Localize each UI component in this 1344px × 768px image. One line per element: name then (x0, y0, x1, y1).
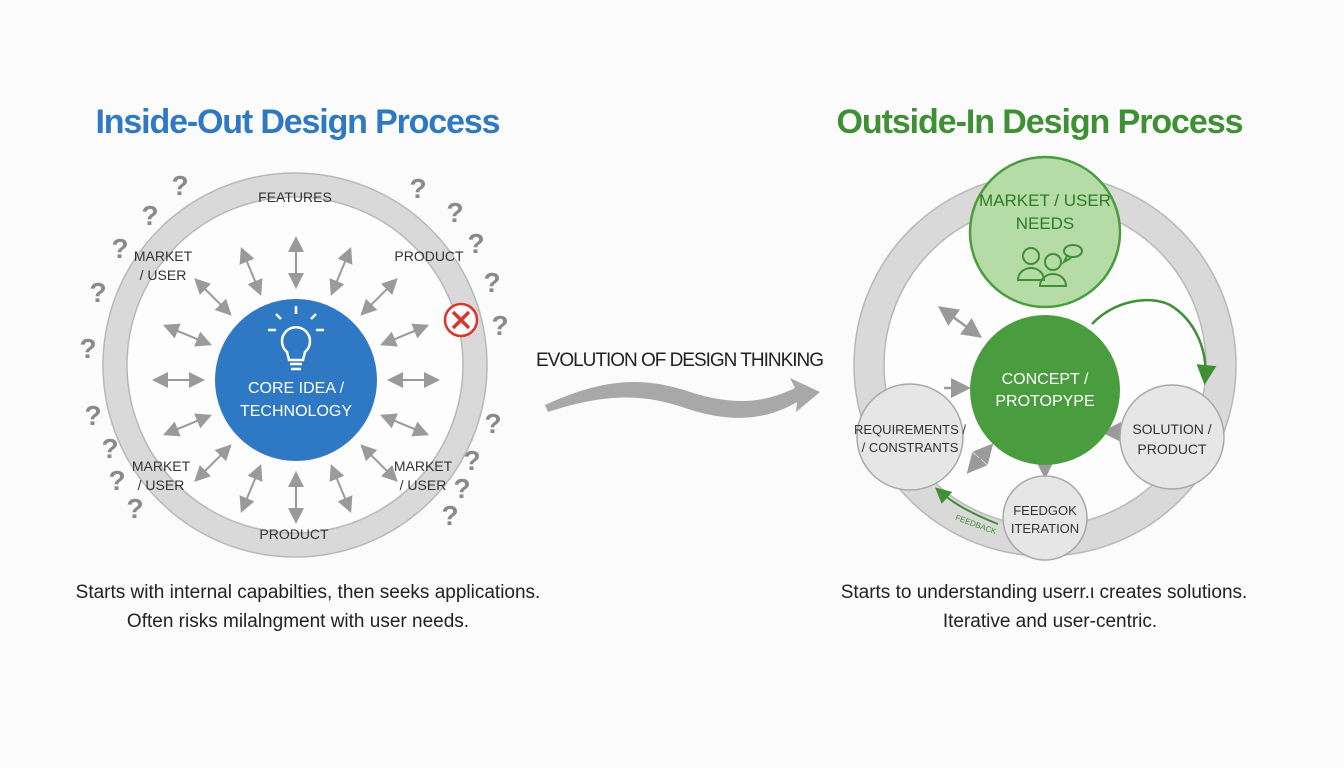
question-mark-icon: ? (491, 310, 508, 341)
market-user-needs-circle (968, 155, 1122, 309)
ring-label-product-top: PRODUCT (394, 248, 464, 264)
double-arrow-icon (329, 464, 353, 514)
question-mark-icon: ? (141, 200, 158, 231)
evolution-label: EVOLUTION OF DESIGN THINKING (536, 350, 824, 371)
double-arrow-icon (360, 444, 398, 482)
question-mark-icon: ? (79, 333, 96, 364)
users-chat-icon (1016, 244, 1083, 287)
question-mark-icon: ? (467, 228, 484, 259)
left-caption-1: Starts with internal capabilties, then s… (76, 582, 541, 603)
lightbulb-icon (268, 306, 324, 371)
question-mark-icon: ? (171, 170, 188, 201)
ring-label-market-bl-2: / USER (138, 477, 185, 493)
right-caption-1: Starts to understanding userr.ι creates … (841, 582, 1248, 603)
double-arrow-icon (162, 323, 212, 347)
requirements-node: REQUIREMENTS / / CONSTRANTS (854, 383, 966, 491)
solution-line2: PRODUCT (1137, 441, 1207, 457)
left-title: Inside-Out Design Process (96, 103, 501, 141)
ring-label-market-br-1: MARKET (394, 458, 453, 474)
double-arrow-icon (360, 278, 398, 316)
question-mark-icon: ? (484, 408, 501, 439)
ring-label-market-2: / USER (140, 267, 187, 283)
feedback-node: FEEDGOK ITERATION (1002, 475, 1088, 561)
market-line1: MARKET / USER (979, 191, 1111, 210)
question-mark-icon: ? (463, 445, 480, 476)
core-line1: CORE IDEA / (248, 380, 345, 397)
ring-label-features: FEATURES (258, 189, 332, 205)
concept-line2: PROTOPYPE (995, 393, 1094, 410)
concept-prototype-circle (970, 315, 1120, 465)
concept-line1: CONCEPT / (1002, 371, 1089, 388)
x-circle-icon (443, 302, 479, 338)
requirements-line1: REQUIREMENTS / (854, 422, 966, 437)
requirements-line2: / CONSTRANTS (862, 440, 959, 455)
question-mark-icon: ? (409, 173, 426, 204)
double-arrow-icon (380, 323, 430, 347)
core-line2: TECHNOLOGY (240, 403, 352, 420)
question-mark-icon: ? (126, 493, 143, 524)
feedback-line1: FEEDGOK (1013, 503, 1077, 518)
ring-label-market-1: MARKET (134, 248, 193, 264)
ring-label-product-bottom: PRODUCT (259, 526, 329, 542)
double-arrow-icon (194, 444, 232, 482)
question-mark-icon: ? (101, 433, 118, 464)
left-caption-2: Often risks milalngment with user needs. (127, 611, 469, 632)
question-mark-icon: ? (111, 233, 128, 264)
right-title: Outside-In Design Process (837, 103, 1244, 141)
solution-line1: SOLUTION / (1132, 421, 1211, 437)
feedback-arrow (934, 487, 999, 525)
feedback-line2: ITERATION (1011, 521, 1079, 536)
question-mark-icon: ? (453, 473, 470, 504)
question-mark-icon: ? (108, 465, 125, 496)
question-mark-icon: ? (84, 400, 101, 431)
double-arrow-icon (239, 246, 263, 296)
solution-node: SOLUTION / PRODUCT (1119, 384, 1225, 490)
question-marks: ?????????????????? (79, 170, 508, 531)
right-caption-2: Iterative and user-centric. (943, 611, 1157, 632)
double-arrow-icon (329, 246, 353, 296)
question-mark-icon: ? (89, 277, 106, 308)
question-mark-icon: ? (441, 500, 458, 531)
radiating-arrows (152, 236, 440, 524)
double-arrow-icon (162, 413, 212, 437)
question-mark-icon: ? (483, 267, 500, 298)
core-idea-circle (215, 299, 377, 461)
question-mark-icon: ? (446, 197, 463, 228)
ring-label-market-br-2: / USER (400, 477, 447, 493)
double-arrow-icon (380, 413, 430, 437)
double-arrow-icon (194, 278, 232, 316)
ring-label-market-bl-1: MARKET (132, 458, 191, 474)
market-line2: NEEDS (1016, 214, 1075, 233)
swoosh-arrow-icon (545, 378, 820, 418)
curved-arrow-icon (1091, 298, 1217, 385)
double-arrow-icon (239, 464, 263, 514)
